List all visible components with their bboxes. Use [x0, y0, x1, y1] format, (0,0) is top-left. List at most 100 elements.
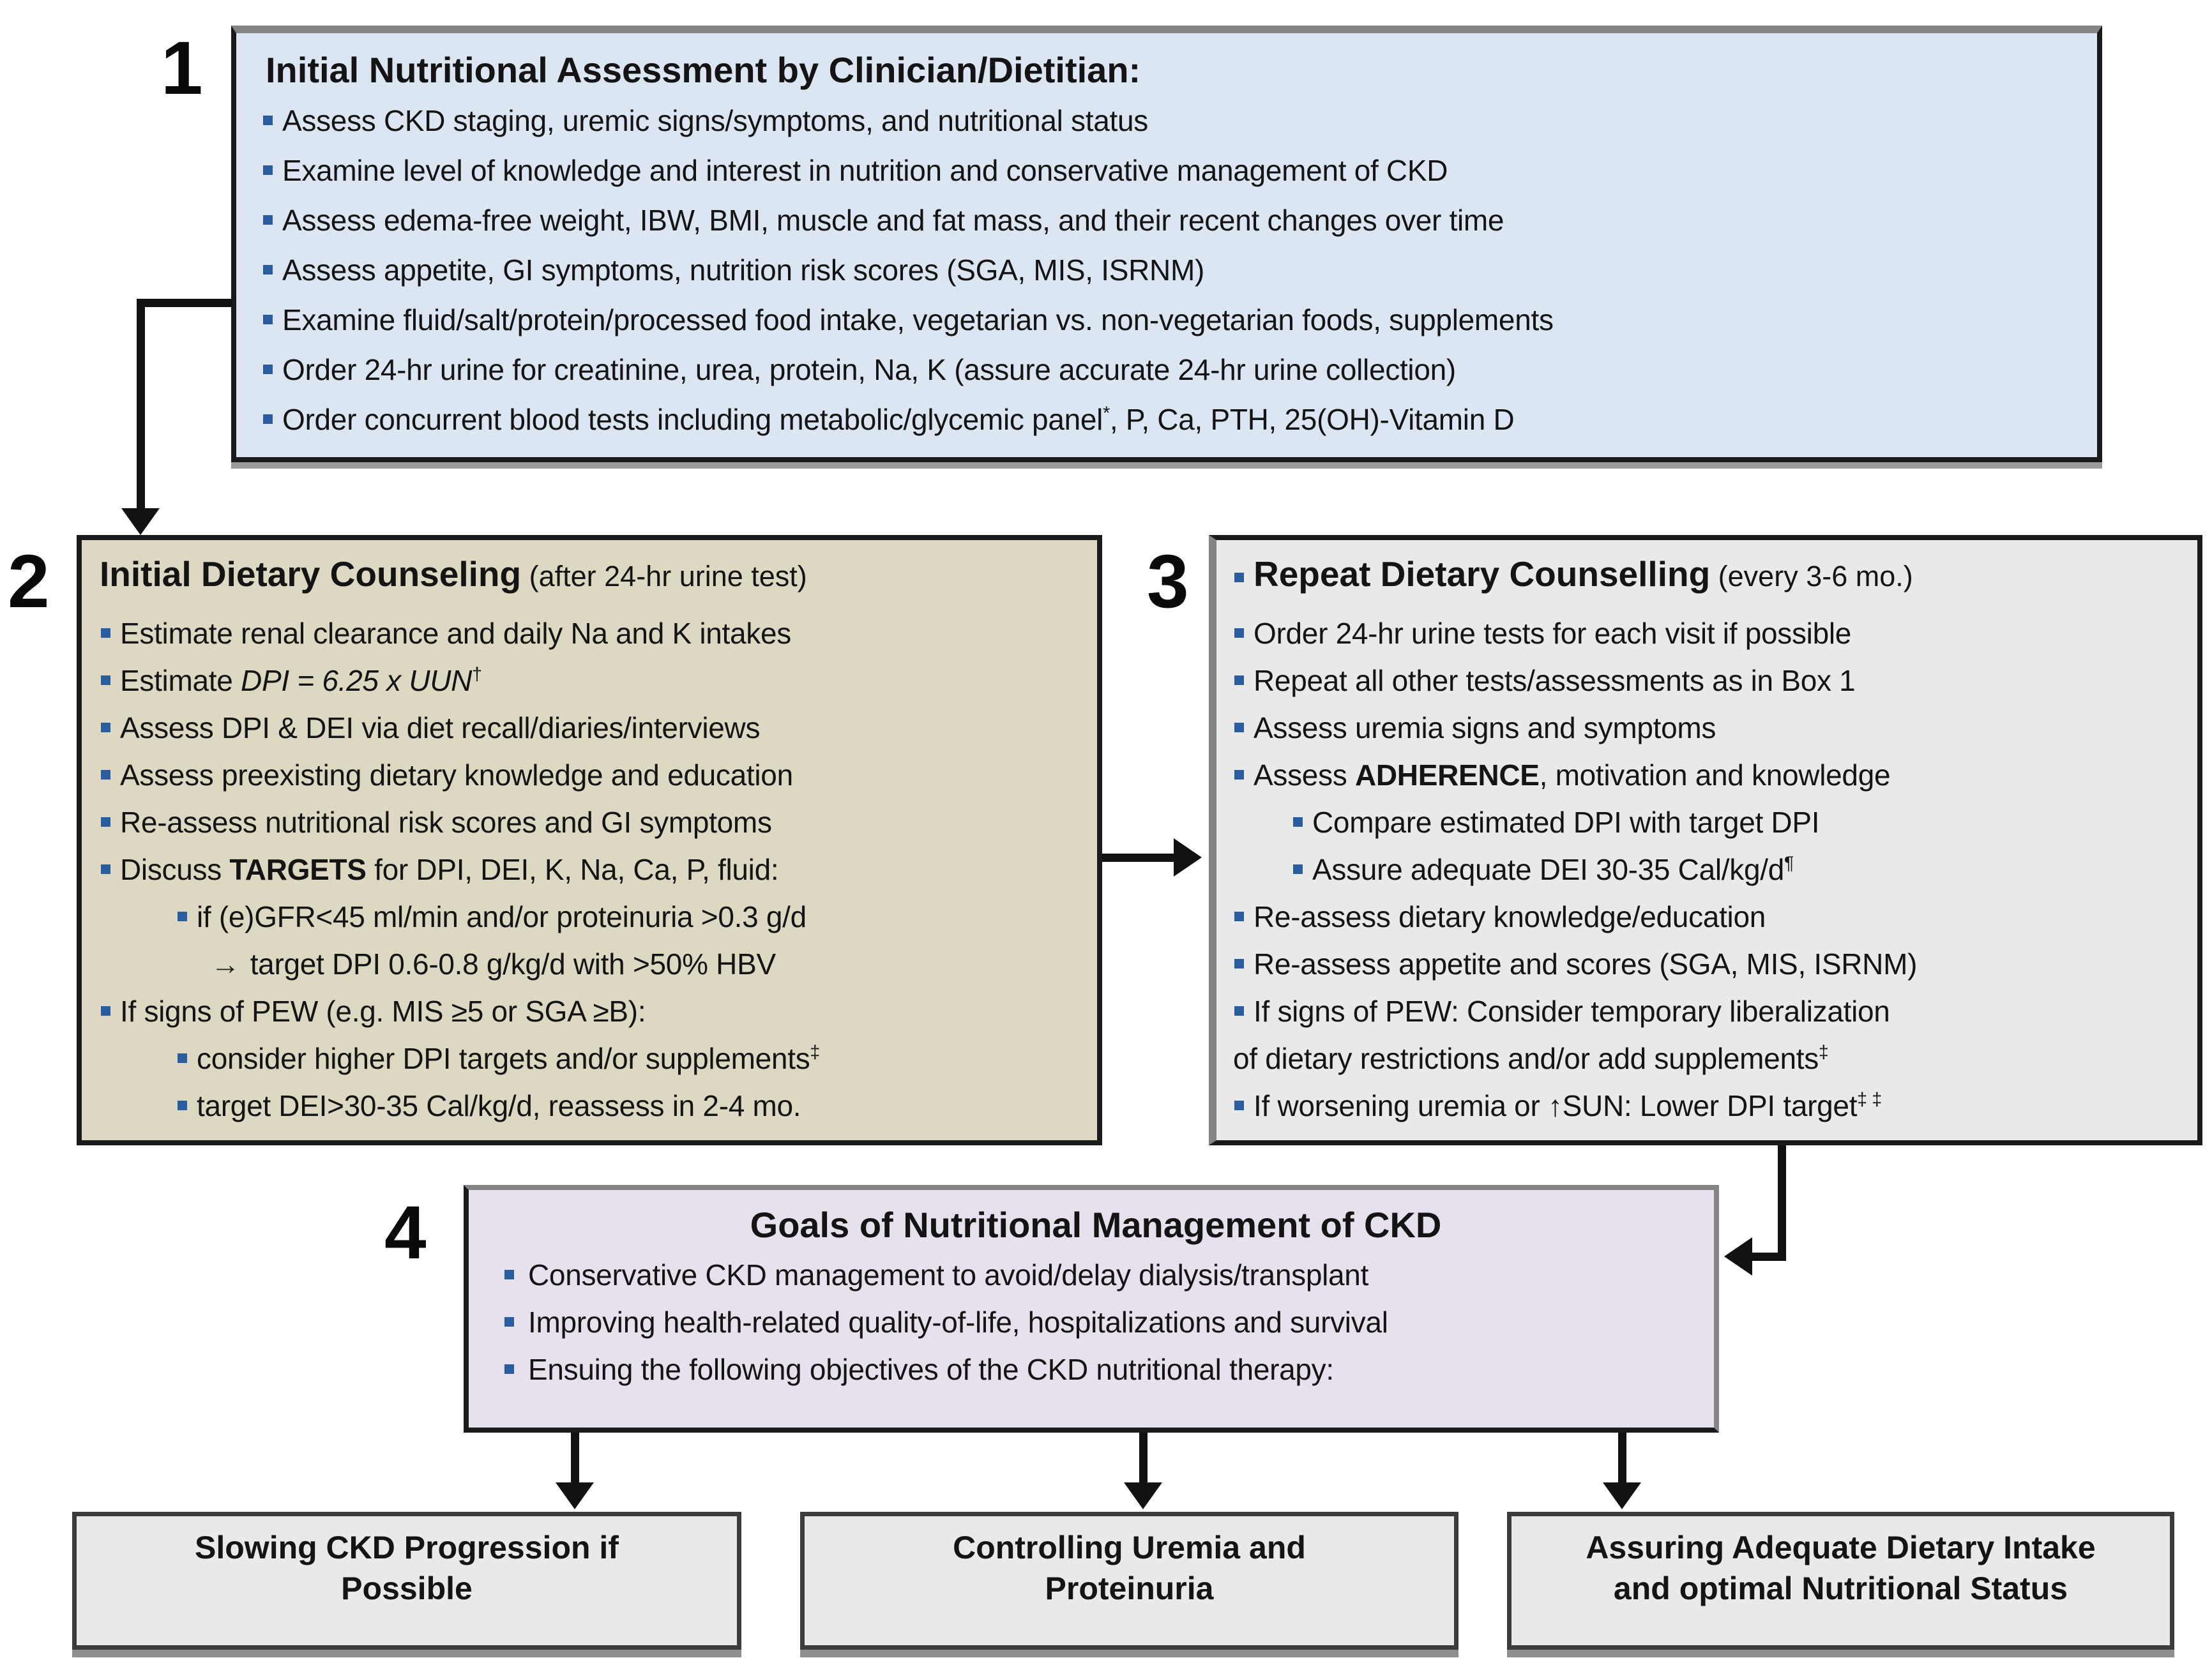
list-item-text: Re-assess nutritional risk scores and GI… — [120, 799, 772, 846]
list-item-text: Order concurrent blood tests including m… — [282, 395, 1515, 444]
list-item: Assess edema-free weight, IBW, BMI, musc… — [262, 195, 2075, 245]
list-item: Order 24-hr urine for creatinine, urea, … — [262, 345, 2075, 395]
text-run: Ensuing the following objectives of the … — [528, 1353, 1334, 1386]
list-item: Re-assess dietary knowledge/education — [1233, 893, 2186, 940]
box2-title: Initial Dietary Counseling (after 24-hr … — [100, 554, 807, 594]
arrow-box4-to-outcome1-line — [571, 1433, 579, 1485]
step-number-1: 1 — [161, 26, 203, 110]
box4-title: Goals of Nutritional Management of CKD — [750, 1205, 1442, 1245]
bullet-square-icon — [178, 912, 187, 921]
text-run: ¶ — [1784, 853, 1794, 874]
text-run: Re-assess nutritional risk scores and GI… — [120, 806, 772, 839]
box2-items: Estimate renal clearance and daily Na an… — [100, 610, 1084, 1129]
list-item: If signs of PEW: Consider temporary libe… — [1233, 988, 2186, 1035]
arrow-box1-to-box2-horizontal — [137, 299, 232, 307]
list-item-text: Assess CKD staging, uremic signs/symptom… — [282, 96, 1148, 146]
text-run: Conservative CKD management to avoid/del… — [528, 1258, 1369, 1292]
text-run: target DEI>30-35 Cal/kg/d, reassess in 2… — [197, 1089, 801, 1122]
list-item-text: Discuss TARGETS for DPI, DEI, K, Na, Ca,… — [120, 846, 779, 893]
text-run: If signs of PEW (e.g. MIS ≥5 or SGA ≥B): — [120, 995, 646, 1028]
arrow-box4-to-outcome3-head-icon — [1603, 1482, 1641, 1509]
bullet-square-icon — [1234, 723, 1244, 732]
text-run: Order 24-hr urine tests for each visit i… — [1254, 617, 1852, 650]
list-item-text: Ensuing the following objectives of the … — [528, 1346, 1334, 1393]
bullet-square-icon — [101, 817, 110, 827]
text-run: Assess DPI & DEI via diet recall/diaries… — [120, 711, 761, 744]
list-item: Improving health-related quality-of-life… — [497, 1299, 1695, 1346]
list-item: Order concurrent blood tests including m… — [262, 395, 2075, 444]
list-item-text: consider higher DPI targets and/or suppl… — [197, 1035, 820, 1082]
list-item: Repeat all other tests/assessments as in… — [1233, 657, 2186, 704]
arrow-box2-to-box3-head-icon — [1174, 838, 1202, 877]
list-item: →target DPI 0.6-0.8 g/kg/d with >50% HBV — [211, 940, 1084, 988]
list-item: Examine level of knowledge and interest … — [262, 146, 2075, 195]
list-item: Estimate DPI = 6.25 x UUN† — [100, 657, 1084, 704]
box-goals-of-nutritional-management: Goals of Nutritional Management of CKD C… — [464, 1185, 1719, 1433]
list-item: Assess preexisting dietary knowledge and… — [100, 751, 1084, 799]
text-run: ADHERENCE — [1354, 758, 1540, 792]
list-item: If worsening uremia or ↑SUN: Lower DPI t… — [1233, 1082, 2186, 1129]
arrow-box4-to-outcome1-head-icon — [556, 1482, 594, 1509]
list-item-text: Estimate DPI = 6.25 x UUN† — [120, 657, 482, 704]
list-item: Ensuing the following objectives of the … — [497, 1346, 1695, 1393]
bullet-square-icon — [263, 414, 273, 424]
list-item-text: Re-assess dietary knowledge/education — [1254, 893, 1766, 940]
list-item: If signs of PEW (e.g. MIS ≥5 or SGA ≥B): — [100, 988, 1084, 1035]
bullet-square-icon — [101, 628, 110, 638]
list-item-text: If signs of PEW: Consider temporary libe… — [1254, 988, 1890, 1035]
list-item: Conservative CKD management to avoid/del… — [497, 1251, 1695, 1299]
bullet-square-icon — [101, 723, 110, 732]
bullet-square-icon — [1234, 770, 1244, 780]
text-run: DPI = 6.25 x UUN — [241, 664, 473, 697]
arrow-box2-to-box3-line — [1102, 854, 1176, 862]
arrow-box4-to-outcome3-line — [1618, 1433, 1626, 1485]
text-run: ‡ ‡ — [1857, 1089, 1882, 1110]
text-run: ‡ — [810, 1042, 820, 1063]
bullet-square-icon — [263, 365, 273, 374]
text-run: Re-assess dietary knowledge/education — [1254, 900, 1766, 933]
list-item-text: Assess edema-free weight, IBW, BMI, musc… — [282, 195, 1504, 245]
bullet-square-icon — [178, 1053, 187, 1063]
text-run: consider higher DPI targets and/or suppl… — [197, 1042, 810, 1075]
list-item-text: Order 24-hr urine tests for each visit i… — [1254, 610, 1851, 657]
box1-items: Assess CKD staging, uremic signs/symptom… — [262, 96, 2075, 444]
bullet-square-icon — [263, 265, 273, 275]
list-item: Assess uremia signs and symptoms — [1233, 704, 2186, 751]
step-number-4: 4 — [384, 1191, 427, 1275]
text-run: Assess edema-free weight, IBW, BMI, musc… — [282, 204, 1504, 237]
list-item: consider higher DPI targets and/or suppl… — [176, 1035, 1084, 1082]
bullet-square-icon — [504, 1270, 514, 1279]
arrow-box3-to-box4-head-icon — [1724, 1237, 1752, 1276]
bullet-square-icon — [101, 675, 110, 685]
text-run: Estimate renal clearance and daily Na an… — [120, 617, 791, 650]
list-item-text: Assure adequate DEI 30-35 Cal/kg/d¶ — [1312, 846, 1794, 893]
arrow-box1-to-box2-vertical — [137, 299, 145, 513]
bullet-square-icon — [1293, 817, 1303, 827]
text-run: Assure adequate DEI 30-35 Cal/kg/d — [1312, 853, 1785, 886]
list-item: Discuss TARGETS for DPI, DEI, K, Na, Ca,… — [100, 846, 1084, 893]
list-item-text: Estimate renal clearance and daily Na an… — [120, 610, 791, 657]
text-run: of dietary restrictions and/or add suppl… — [1233, 1042, 1819, 1075]
text-run: Order concurrent blood tests including m… — [282, 403, 1103, 436]
list-item-text: if (e)GFR<45 ml/min and/or proteinuria >… — [197, 893, 807, 940]
text-run: Improving health-related quality-of-life… — [528, 1306, 1388, 1339]
list-item: Compare estimated DPI with target DPI — [1292, 799, 2186, 846]
box3-title: Repeat Dietary Counselling (every 3-6 mo… — [1233, 548, 2186, 610]
text-run: Discuss — [120, 853, 230, 886]
text-run: TARGETS — [229, 853, 367, 886]
list-item: Re-assess nutritional risk scores and GI… — [100, 799, 1084, 846]
arrow-box4-to-outcome2-line — [1139, 1433, 1148, 1485]
outcome-text-line: Slowing CKD Progression if — [195, 1530, 619, 1565]
list-item-text: Assess uremia signs and symptoms — [1254, 704, 1716, 751]
box-initial-dietary-counseling: Initial Dietary Counseling (after 24-hr … — [77, 535, 1102, 1145]
list-item-text: Compare estimated DPI with target DPI — [1312, 799, 1820, 846]
arrow-box3-to-box4-vertical — [1778, 1145, 1786, 1260]
text-run: Repeat all other tests/assessments as in… — [1254, 664, 1856, 697]
list-item-text: Conservative CKD management to avoid/del… — [528, 1251, 1368, 1299]
bullet-square-icon — [1234, 1006, 1244, 1016]
list-item-text: Repeat all other tests/assessments as in… — [1254, 657, 1856, 704]
arrow-right-icon: → — [211, 947, 240, 981]
list-item: Assess DPI & DEI via diet recall/diaries… — [100, 704, 1084, 751]
